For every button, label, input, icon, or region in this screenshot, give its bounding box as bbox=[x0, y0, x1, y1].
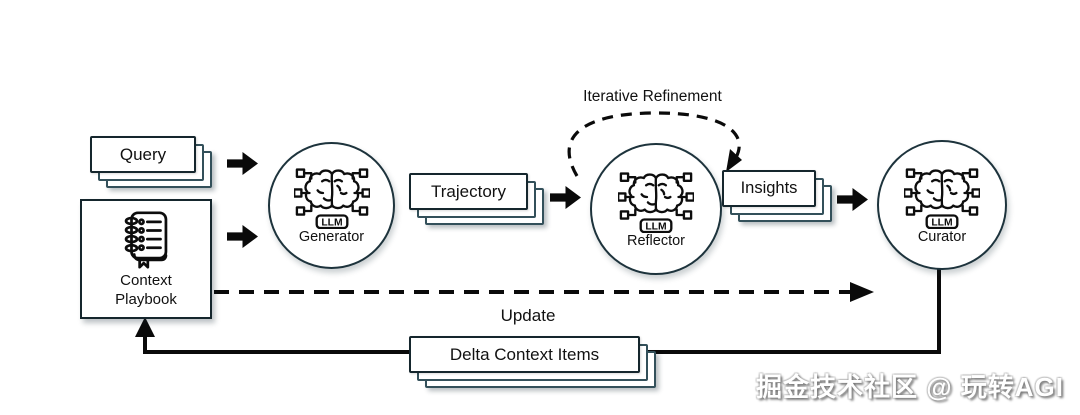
generator-label: Generator bbox=[298, 229, 365, 245]
reflector-node: LLM Reflector bbox=[590, 143, 722, 275]
delta-context-items-label: Delta Context Items bbox=[409, 336, 640, 373]
curator-label: Curator bbox=[917, 228, 967, 245]
arrow-playbook-to-generator bbox=[227, 225, 258, 248]
trajectory-box: Trajectory bbox=[409, 173, 544, 225]
context-playbook-box: Context Playbook bbox=[80, 199, 212, 319]
llm-badge: LLM bbox=[321, 217, 342, 228]
notebook-icon bbox=[124, 211, 168, 269]
context-label-line1: Context bbox=[120, 272, 172, 289]
delta-context-items-box: Delta Context Items bbox=[409, 336, 656, 388]
generator-node: LLM Generator bbox=[268, 142, 395, 269]
llm-badge: LLM bbox=[931, 217, 952, 228]
query-box-label: Query bbox=[90, 136, 196, 173]
trajectory-box-label: Trajectory bbox=[409, 173, 528, 210]
llm-brain-icon: LLM bbox=[618, 171, 694, 233]
reflector-label: Reflector bbox=[626, 232, 686, 249]
update-dashed-arrow bbox=[214, 282, 874, 302]
update-label: Update bbox=[500, 306, 556, 325]
arrow-query-to-generator bbox=[227, 152, 258, 175]
llm-brain-icon: LLM bbox=[904, 167, 980, 229]
insights-box: Insights bbox=[722, 170, 832, 222]
context-label-line2: Playbook bbox=[115, 291, 177, 309]
arrow-trajectory-to-reflector bbox=[550, 186, 581, 209]
llm-badge: LLM bbox=[645, 221, 666, 232]
insights-box-label: Insights bbox=[722, 170, 816, 207]
arrow-insights-to-curator bbox=[837, 188, 868, 211]
iterative-refinement-label: Iterative Refinement bbox=[583, 88, 722, 105]
llm-brain-icon: LLM bbox=[293, 168, 370, 229]
query-box: Query bbox=[90, 136, 212, 188]
context-playbook-label: Context Playbook bbox=[115, 271, 177, 309]
watermark-text: 掘金技术社区 @ 玩转AGI bbox=[755, 372, 1064, 402]
curator-node: LLM Curator bbox=[877, 140, 1007, 270]
